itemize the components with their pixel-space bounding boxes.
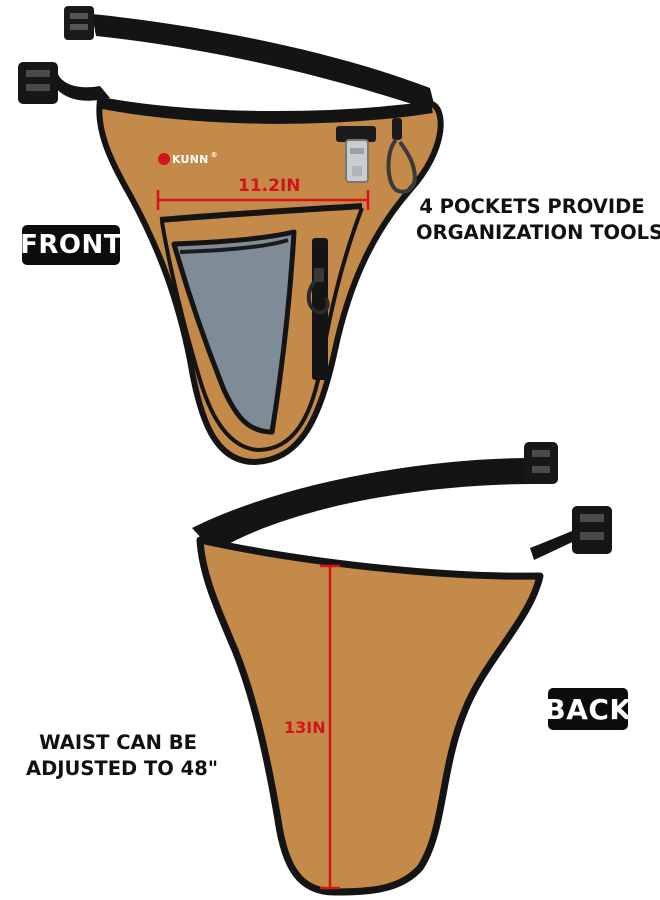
back-waist-strap: [192, 458, 534, 552]
back-buckle-side-icon: [572, 506, 612, 554]
pockets-caption: 4 POCKETS PROVIDE ORGANIZATION TOOLS: [416, 194, 660, 246]
brand-mark: ®: [210, 151, 218, 159]
front-buckle-side-icon: [18, 62, 58, 104]
back-apron-body: [196, 536, 544, 896]
back-apron: [192, 442, 612, 896]
front-buckle-top-icon: [64, 6, 94, 40]
waist-caption-line-2: ADJUSTED TO 48": [26, 757, 218, 780]
pockets-caption-line-2: ORGANIZATION TOOLS: [416, 221, 660, 244]
brand-name: KUNN: [172, 152, 209, 166]
brand-logo-mark-icon: [158, 153, 170, 165]
back-buckle-top-icon: [524, 442, 558, 484]
back-label-badge: BACK: [544, 688, 631, 730]
waist-caption-line-1: WAIST CAN BE: [39, 731, 197, 754]
front-label-badge: FRONT: [20, 225, 121, 265]
front-carabiner-icon: [386, 118, 417, 194]
front-mesh-pocket: [171, 229, 297, 435]
height-measurement-label: 13IN: [284, 718, 326, 737]
front-lower-pocket: [160, 207, 364, 453]
front-snap-hook-icon: [306, 268, 330, 315]
front-apron: [18, 6, 444, 465]
front-width-measure-line: [156, 190, 370, 210]
width-measurement-label: 11.2IN: [238, 176, 301, 196]
back-height-measure-line: [320, 564, 340, 890]
waist-caption: WAIST CAN BE ADJUSTED TO 48": [26, 730, 218, 782]
front-waist-strap-rear: [92, 14, 436, 112]
pockets-caption-line-1: 4 POCKETS PROVIDE: [419, 195, 645, 218]
front-waist-strap: [52, 74, 110, 101]
front-metal-clip-icon: [336, 126, 376, 183]
brand-logo: KUNN ®: [158, 150, 217, 168]
front-pocket-opening: [159, 203, 363, 223]
